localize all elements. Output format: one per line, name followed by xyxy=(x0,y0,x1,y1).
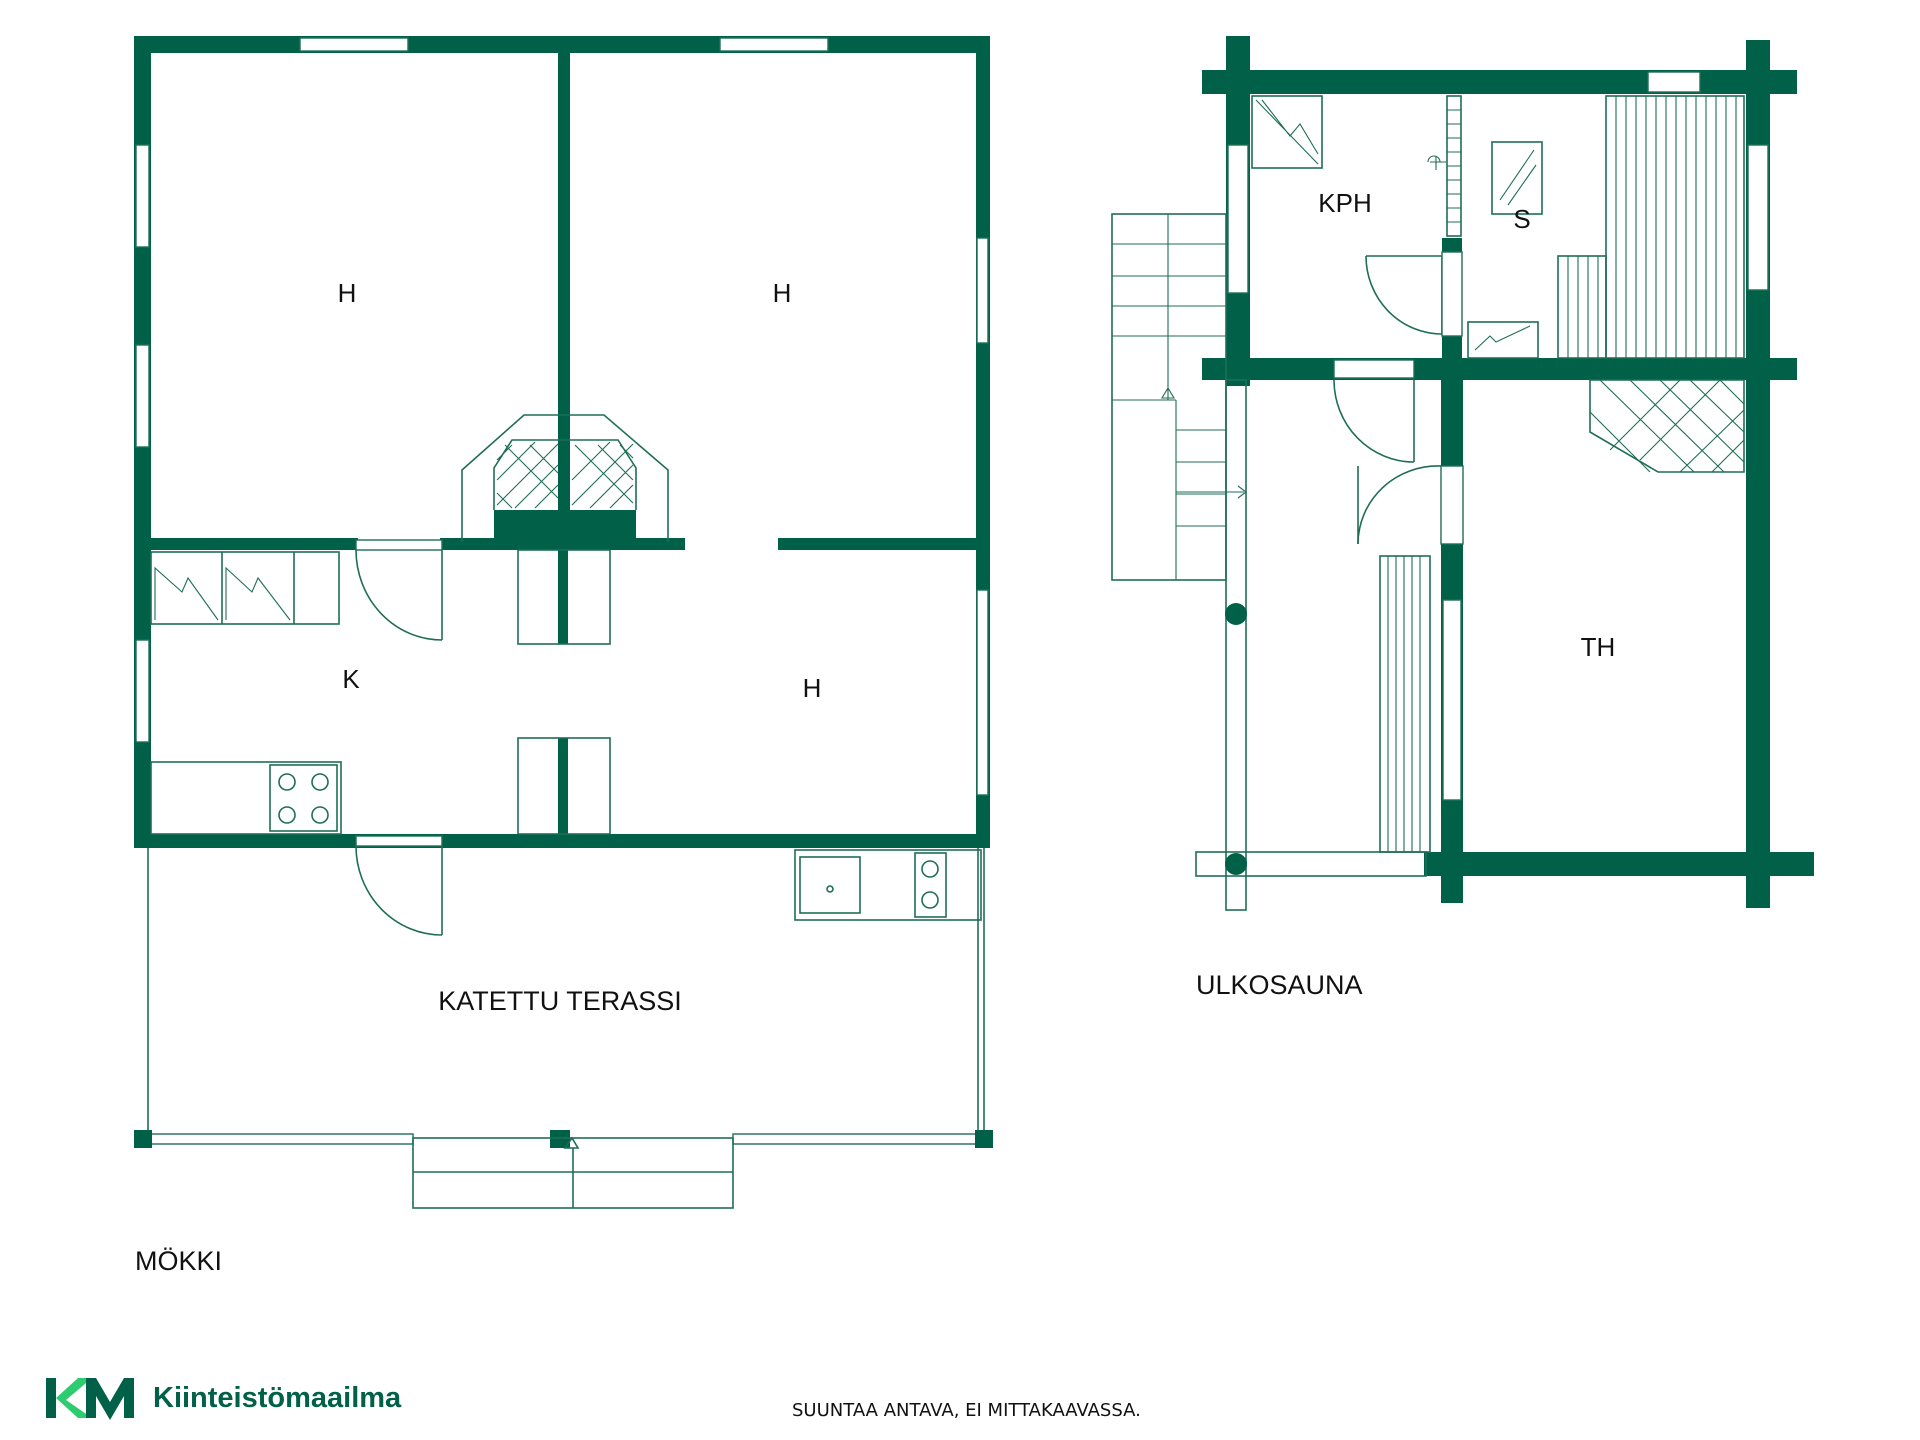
sauna-window xyxy=(1747,144,1769,291)
mokki-partition-south xyxy=(558,738,568,836)
kitchen-counter xyxy=(150,761,342,835)
th-fireplace xyxy=(1589,379,1745,473)
mokki-window xyxy=(976,237,989,344)
sauna-window xyxy=(1227,144,1249,294)
fireplace xyxy=(461,414,669,835)
sauna-window xyxy=(1647,71,1701,93)
mokki-chimney-wall xyxy=(558,548,568,644)
disclaimer: SUUNTAA ANTAVA, EI MITTAKAAVASSA. xyxy=(792,1400,1141,1421)
brand-logo: Kiinteistömaailma xyxy=(46,1378,402,1420)
room-label: S xyxy=(1513,204,1530,234)
mokki-window xyxy=(135,344,150,448)
entry-bench xyxy=(1379,555,1431,853)
sauna-wall-south xyxy=(1424,852,1814,876)
km-logo-icon xyxy=(46,1378,134,1420)
room-label: H xyxy=(773,278,792,308)
building-title-ulkosauna: ULKOSAUNA xyxy=(1196,970,1363,1000)
mokki-window xyxy=(135,144,150,248)
mokki-wall-bedroom-divider xyxy=(558,50,570,510)
building-title-mokki: MÖKKI xyxy=(135,1246,222,1276)
kph-fixtures xyxy=(1251,95,1463,337)
brick-wall xyxy=(1427,95,1462,237)
mokki-fireplace-base xyxy=(494,510,636,542)
room-label: H xyxy=(338,278,357,308)
brand-name: Kiinteistömaailma xyxy=(153,1382,402,1414)
sauna-porch xyxy=(1111,213,1427,911)
mokki-wall-south xyxy=(134,834,990,848)
room-label: H xyxy=(803,673,822,703)
sauna-wall-mid xyxy=(1202,358,1797,380)
mokki-window xyxy=(719,37,829,52)
sauna-door-kph xyxy=(1333,359,1415,463)
wardrobe xyxy=(150,551,340,625)
room-label: KPH xyxy=(1318,188,1371,218)
sauna-bench xyxy=(1557,95,1745,359)
sauna-window xyxy=(1442,599,1462,801)
sauna-stove xyxy=(1467,141,1543,359)
sauna-wall-north xyxy=(1202,70,1797,94)
sauna-plan xyxy=(1111,36,1814,911)
mokki-door-terrace xyxy=(355,835,443,936)
terrace-label: KATETTU TERASSI xyxy=(438,986,682,1016)
mokki-wall-hall-east xyxy=(778,538,978,550)
mokki-plan xyxy=(134,36,993,1209)
mokki-window xyxy=(976,589,989,796)
mokki-window xyxy=(299,37,409,52)
room-label: K xyxy=(342,664,360,694)
mokki-window xyxy=(135,639,150,743)
mokki-door-bedroom xyxy=(355,539,443,641)
terrace xyxy=(134,848,993,1209)
mokki-wall-hall-west xyxy=(148,538,358,550)
sauna-door-th xyxy=(1357,465,1464,545)
room-label: TH xyxy=(1581,632,1616,662)
